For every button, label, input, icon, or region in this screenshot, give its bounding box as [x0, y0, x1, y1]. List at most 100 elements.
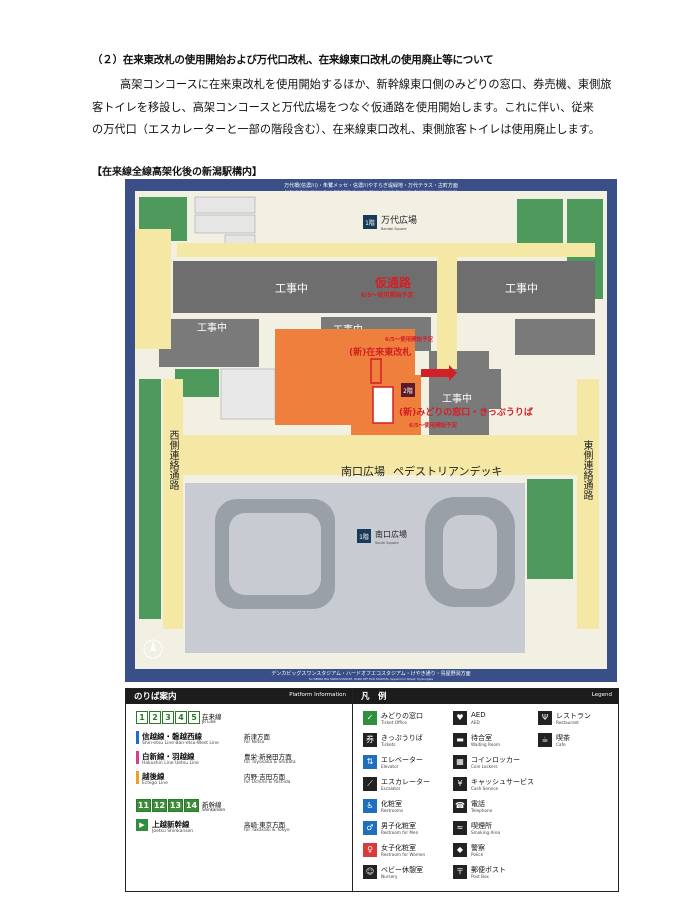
legend-item-label: 郵便ポスト — [471, 866, 506, 874]
west-corridor-top — [135, 229, 171, 349]
platform-info-title-en: Platform Information — [289, 692, 346, 698]
legend-item-label: コインロッカー — [471, 756, 520, 764]
paragraph-line: 客トイレを移設し、高架コンコースと万代広場をつなぐ仮通路を使用開始します。これに… — [92, 100, 594, 114]
platform-number: 12 — [152, 799, 167, 812]
legend-item-label: エレベーター — [381, 756, 423, 764]
restaurant-icon: Ψ — [538, 711, 552, 725]
legend-item-label: 喫茶 — [556, 734, 570, 742]
restroom-icon: ♿ — [363, 799, 377, 813]
line-destination: 新津方面 — [244, 733, 270, 741]
bus-loop-inner — [443, 515, 497, 589]
new-gate-label: (新)在来東改札 — [349, 346, 411, 358]
legend-item-label-en: Escalator — [381, 786, 401, 791]
floor2-badge — [401, 383, 415, 397]
east-passage — [577, 379, 599, 629]
platform-number: 11 — [136, 799, 151, 812]
platform-number: 2 — [149, 711, 161, 724]
waiting-room-icon: ▬ — [453, 733, 467, 747]
ticket-office-icon: ✓ — [363, 711, 377, 725]
legend-item-label: エスカレーター — [381, 778, 430, 786]
line-destination: 内野·吉田方面 — [244, 773, 286, 781]
concourse-deck — [177, 243, 595, 257]
paragraph-line: の万代口（エスカレーターと一部の階段含む）、在来線東口改札、東側旅客トイレは使用… — [92, 123, 600, 136]
line-color-bar — [136, 771, 139, 784]
section-heading: （２）在来東改札の使用開始および万代口改札、在来線東口改札の使用廃止等について — [92, 54, 494, 66]
post-box-icon: 〒 — [453, 865, 467, 879]
construction-zone — [159, 319, 259, 367]
telephone-icon: ☎ — [453, 799, 467, 813]
shop-block — [139, 379, 161, 619]
pedestrian-deck — [181, 435, 581, 475]
legend-item-label-en: Ticket Office — [381, 720, 407, 725]
construction-zone — [173, 261, 443, 313]
new-gate-box — [370, 358, 382, 384]
legend-item-label-en: Smoking Area — [471, 830, 501, 835]
platform-info-title: のりば案内 — [134, 692, 177, 702]
compass-icon — [143, 639, 163, 659]
legend-item-label-en: Elevator — [381, 764, 399, 769]
platform-number: 1 — [136, 711, 148, 724]
joetsu-label: 上越新幹線 — [152, 820, 190, 829]
legend-item-label-en: Tickets — [381, 742, 396, 747]
legend-item-label: レストラン — [556, 712, 591, 720]
mens-restroom-icon: ♂ — [363, 821, 377, 835]
new-window-date: 6/5～使用開始予定 — [409, 421, 458, 429]
line-name-en: Echigo Line — [142, 781, 168, 786]
platform-info-header: のりば案内 Platform Information — [126, 689, 352, 704]
shinkansen-label: 新幹線 — [202, 801, 222, 809]
legend-item-label-en: Restrooms — [381, 808, 404, 813]
construction-label: 工事中 — [275, 282, 308, 295]
bus-loop-inner — [229, 513, 321, 595]
south-plaza-label: 南口広場 — [341, 465, 385, 478]
line-name: 越後線 — [142, 772, 165, 781]
construction-zone — [515, 319, 595, 355]
line-name: 白新線・羽越線 — [142, 752, 195, 761]
legend-item-label-en: Restroom for Men — [381, 830, 419, 835]
legend-item-label-en: Restroom for Women — [381, 852, 426, 857]
construction-zone — [445, 261, 595, 313]
south-square-label: 南口広場 — [375, 529, 407, 539]
legend-item-label: きっぷうりば — [381, 734, 423, 742]
legend-item-label: 男子化粧室 — [381, 822, 416, 830]
shinkansen-icon: ▶ — [136, 819, 148, 831]
line-destination-en: for Uchino & Yoshida — [244, 780, 291, 785]
line-name-en: Shin-etsu Line Ban-etsu-West Line — [142, 741, 219, 746]
legend-item-label: 女子化粧室 — [381, 844, 416, 852]
line-color-bar — [136, 731, 139, 744]
legend-item-label: 喫煙所 — [471, 822, 492, 830]
platform-number: 3 — [162, 711, 174, 724]
coin-locker-icon: ▦ — [453, 755, 467, 769]
construction-label: 工事中 — [442, 392, 472, 405]
cash-service-icon: ¥ — [453, 777, 467, 791]
south-square-en: South Square — [375, 541, 399, 545]
west-passage — [163, 379, 183, 629]
legend-item-label: みどりの窓口 — [381, 712, 423, 720]
joetsu-destination: 高崎·東京方面 — [244, 821, 286, 829]
bandai-square-en: Bandai Square — [381, 227, 407, 231]
nursery-icon: ☺ — [363, 865, 377, 879]
south-floor-badge — [357, 529, 371, 543]
escalator-icon: ⟋ — [363, 777, 377, 791]
jr-label: 在来線 — [202, 713, 222, 721]
station-map: 万代橋(信濃川)・朱鷺メッセ・信濃川やすらぎ堤緑地・万代テラス・古町方面 for… — [125, 179, 617, 682]
east-passage-label: 東側連絡通路 — [581, 440, 592, 500]
legend-item-label: 電話 — [471, 800, 485, 808]
legend-item-label-en: Cafe — [556, 742, 566, 747]
construction-label: 工事中 — [197, 321, 227, 334]
new-window-label: (新)みどりの窓口・きっぷうりば — [399, 406, 533, 418]
legend-title-en: Legend — [591, 692, 612, 698]
bandai-floor: 1階 — [365, 219, 375, 227]
legend-item-label-en: Cash Service — [471, 786, 499, 791]
legend-item-label: 警察 — [471, 844, 485, 852]
facility-block — [220, 368, 276, 420]
bottom-banner-en: for DENKA BIG SWAN STADIUM, HARD OFF ECO… — [309, 677, 433, 681]
west-passage-label: 西側連絡通路 — [167, 430, 178, 490]
line-destination-en: for Toyosaka & Shibata — [244, 760, 296, 765]
platform-number: 13 — [168, 799, 183, 812]
intro-paragraph: 高架コンコースに在来東改札を使用開始するほか、新幹線東口側のみどりの窓口、券売機… — [92, 74, 632, 142]
joetsu-destination-en: for Takasaki & Tokyo — [244, 828, 290, 833]
legend-item-label-en: Telephone — [471, 808, 493, 813]
legend-item-label-en: Nursery — [381, 874, 398, 879]
